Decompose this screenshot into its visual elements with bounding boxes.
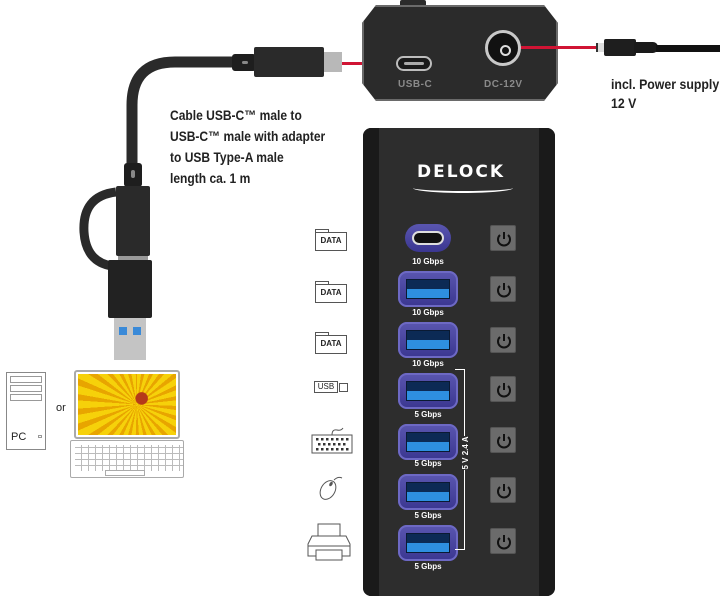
cable-label-line-1: Cable USB-C™ male to <box>170 107 302 123</box>
keyboard-icon <box>311 427 353 454</box>
port-speed-label: 5 Gbps <box>414 511 442 520</box>
cable-label-line-4: length ca. 1 m <box>170 170 251 186</box>
power-icon <box>497 334 511 349</box>
port-6-power-switch[interactable] <box>490 477 516 503</box>
data-icon-label: DATA <box>320 288 342 297</box>
usb-hub: DELOCK 10 Gbps 10 Gbps 10 Gbps 5 Gbps <box>363 128 555 596</box>
port-speed-label: 10 Gbps <box>412 359 444 368</box>
power-icon <box>497 434 511 449</box>
usbc-input-port <box>396 56 432 71</box>
cable-label: Cable USB-C™ male to USB-C™ male with ad… <box>170 105 325 189</box>
data-folder-icon: DATA <box>315 332 347 354</box>
dc-jack <box>485 30 521 66</box>
laptop-screen <box>74 370 180 439</box>
hub-side-right <box>539 128 555 596</box>
usba-port[interactable] <box>398 424 458 460</box>
power-icon <box>497 535 511 550</box>
pc-label: PC <box>11 431 27 443</box>
usbc-port[interactable] <box>405 224 451 252</box>
usb-stick-connector <box>339 383 348 392</box>
port-speed-label: 5 Gbps <box>414 459 442 468</box>
dc-cable <box>656 45 720 52</box>
usba-port[interactable] <box>398 474 458 510</box>
port-7-power-switch[interactable] <box>490 528 516 554</box>
dc-plug-tip <box>596 43 604 52</box>
usba-port[interactable] <box>398 525 458 561</box>
dc-plug-neck <box>634 42 658 53</box>
power-icon <box>497 383 511 398</box>
hub-port-row-4: 5 Gbps <box>363 373 555 423</box>
port-speed-label: 5 Gbps <box>414 410 442 419</box>
power-icon <box>497 283 511 298</box>
power-input-box <box>362 5 558 101</box>
hub-port-row-7: 5 Gbps <box>363 525 555 575</box>
port-speed-label: 10 Gbps <box>412 257 444 266</box>
dc-input-caption: DC-12V <box>484 79 523 90</box>
laptop-wallpaper-image <box>78 374 176 435</box>
brand-logo: DELOCK <box>416 162 506 182</box>
port-speed-label: 5 Gbps <box>414 562 442 571</box>
usba-port[interactable] <box>398 373 458 409</box>
hub-port-row-1: 10 Gbps <box>363 224 555 274</box>
data-folder-icon: DATA <box>315 229 347 251</box>
hub-port-row-2: 10 Gbps <box>363 271 555 321</box>
or-label: or <box>56 402 66 414</box>
usba-port[interactable] <box>398 271 458 307</box>
usb-stick-icon: USB <box>314 381 338 393</box>
logo-swoosh <box>413 183 513 193</box>
charging-spec-label: 5 V 2.4 A <box>461 436 471 470</box>
cable-label-line-2: USB-C™ male with adapter <box>170 128 326 144</box>
usba-port[interactable] <box>398 322 458 358</box>
printer-icon <box>307 523 351 561</box>
power-box-tab <box>400 0 426 8</box>
power-icon <box>497 232 511 247</box>
data-icon-label: DATA <box>320 236 342 245</box>
usbc-input-caption: USB-C <box>398 79 433 90</box>
port-speed-label: 10 Gbps <box>412 308 444 317</box>
data-folder-icon: DATA <box>315 281 347 303</box>
port-1-power-switch[interactable] <box>490 225 516 251</box>
power-supply-label: incl. Power supply 12 V <box>611 75 719 113</box>
port-2-power-switch[interactable] <box>490 276 516 302</box>
power-icon <box>497 484 511 499</box>
cable-label-line-3: to USB Type-A male <box>170 149 284 165</box>
hub-port-row-6: 5 Gbps <box>363 474 555 524</box>
hub-side-left <box>363 128 379 596</box>
hub-port-row-5: 5 Gbps <box>363 424 555 474</box>
pc-tower-icon: PC <box>6 372 46 450</box>
signal-line-dc <box>520 46 598 49</box>
port-3-power-switch[interactable] <box>490 327 516 353</box>
hub-port-row-3: 10 Gbps <box>363 322 555 372</box>
laptop-trackpad <box>105 470 145 476</box>
port-5-power-switch[interactable] <box>490 427 516 453</box>
mouse-icon <box>319 476 343 500</box>
port-4-power-switch[interactable] <box>490 376 516 402</box>
power-supply-line-1: incl. Power supply <box>611 76 720 92</box>
dc-plug <box>604 39 636 56</box>
power-supply-line-2: 12 V <box>611 95 637 111</box>
data-icon-label: DATA <box>320 339 342 348</box>
